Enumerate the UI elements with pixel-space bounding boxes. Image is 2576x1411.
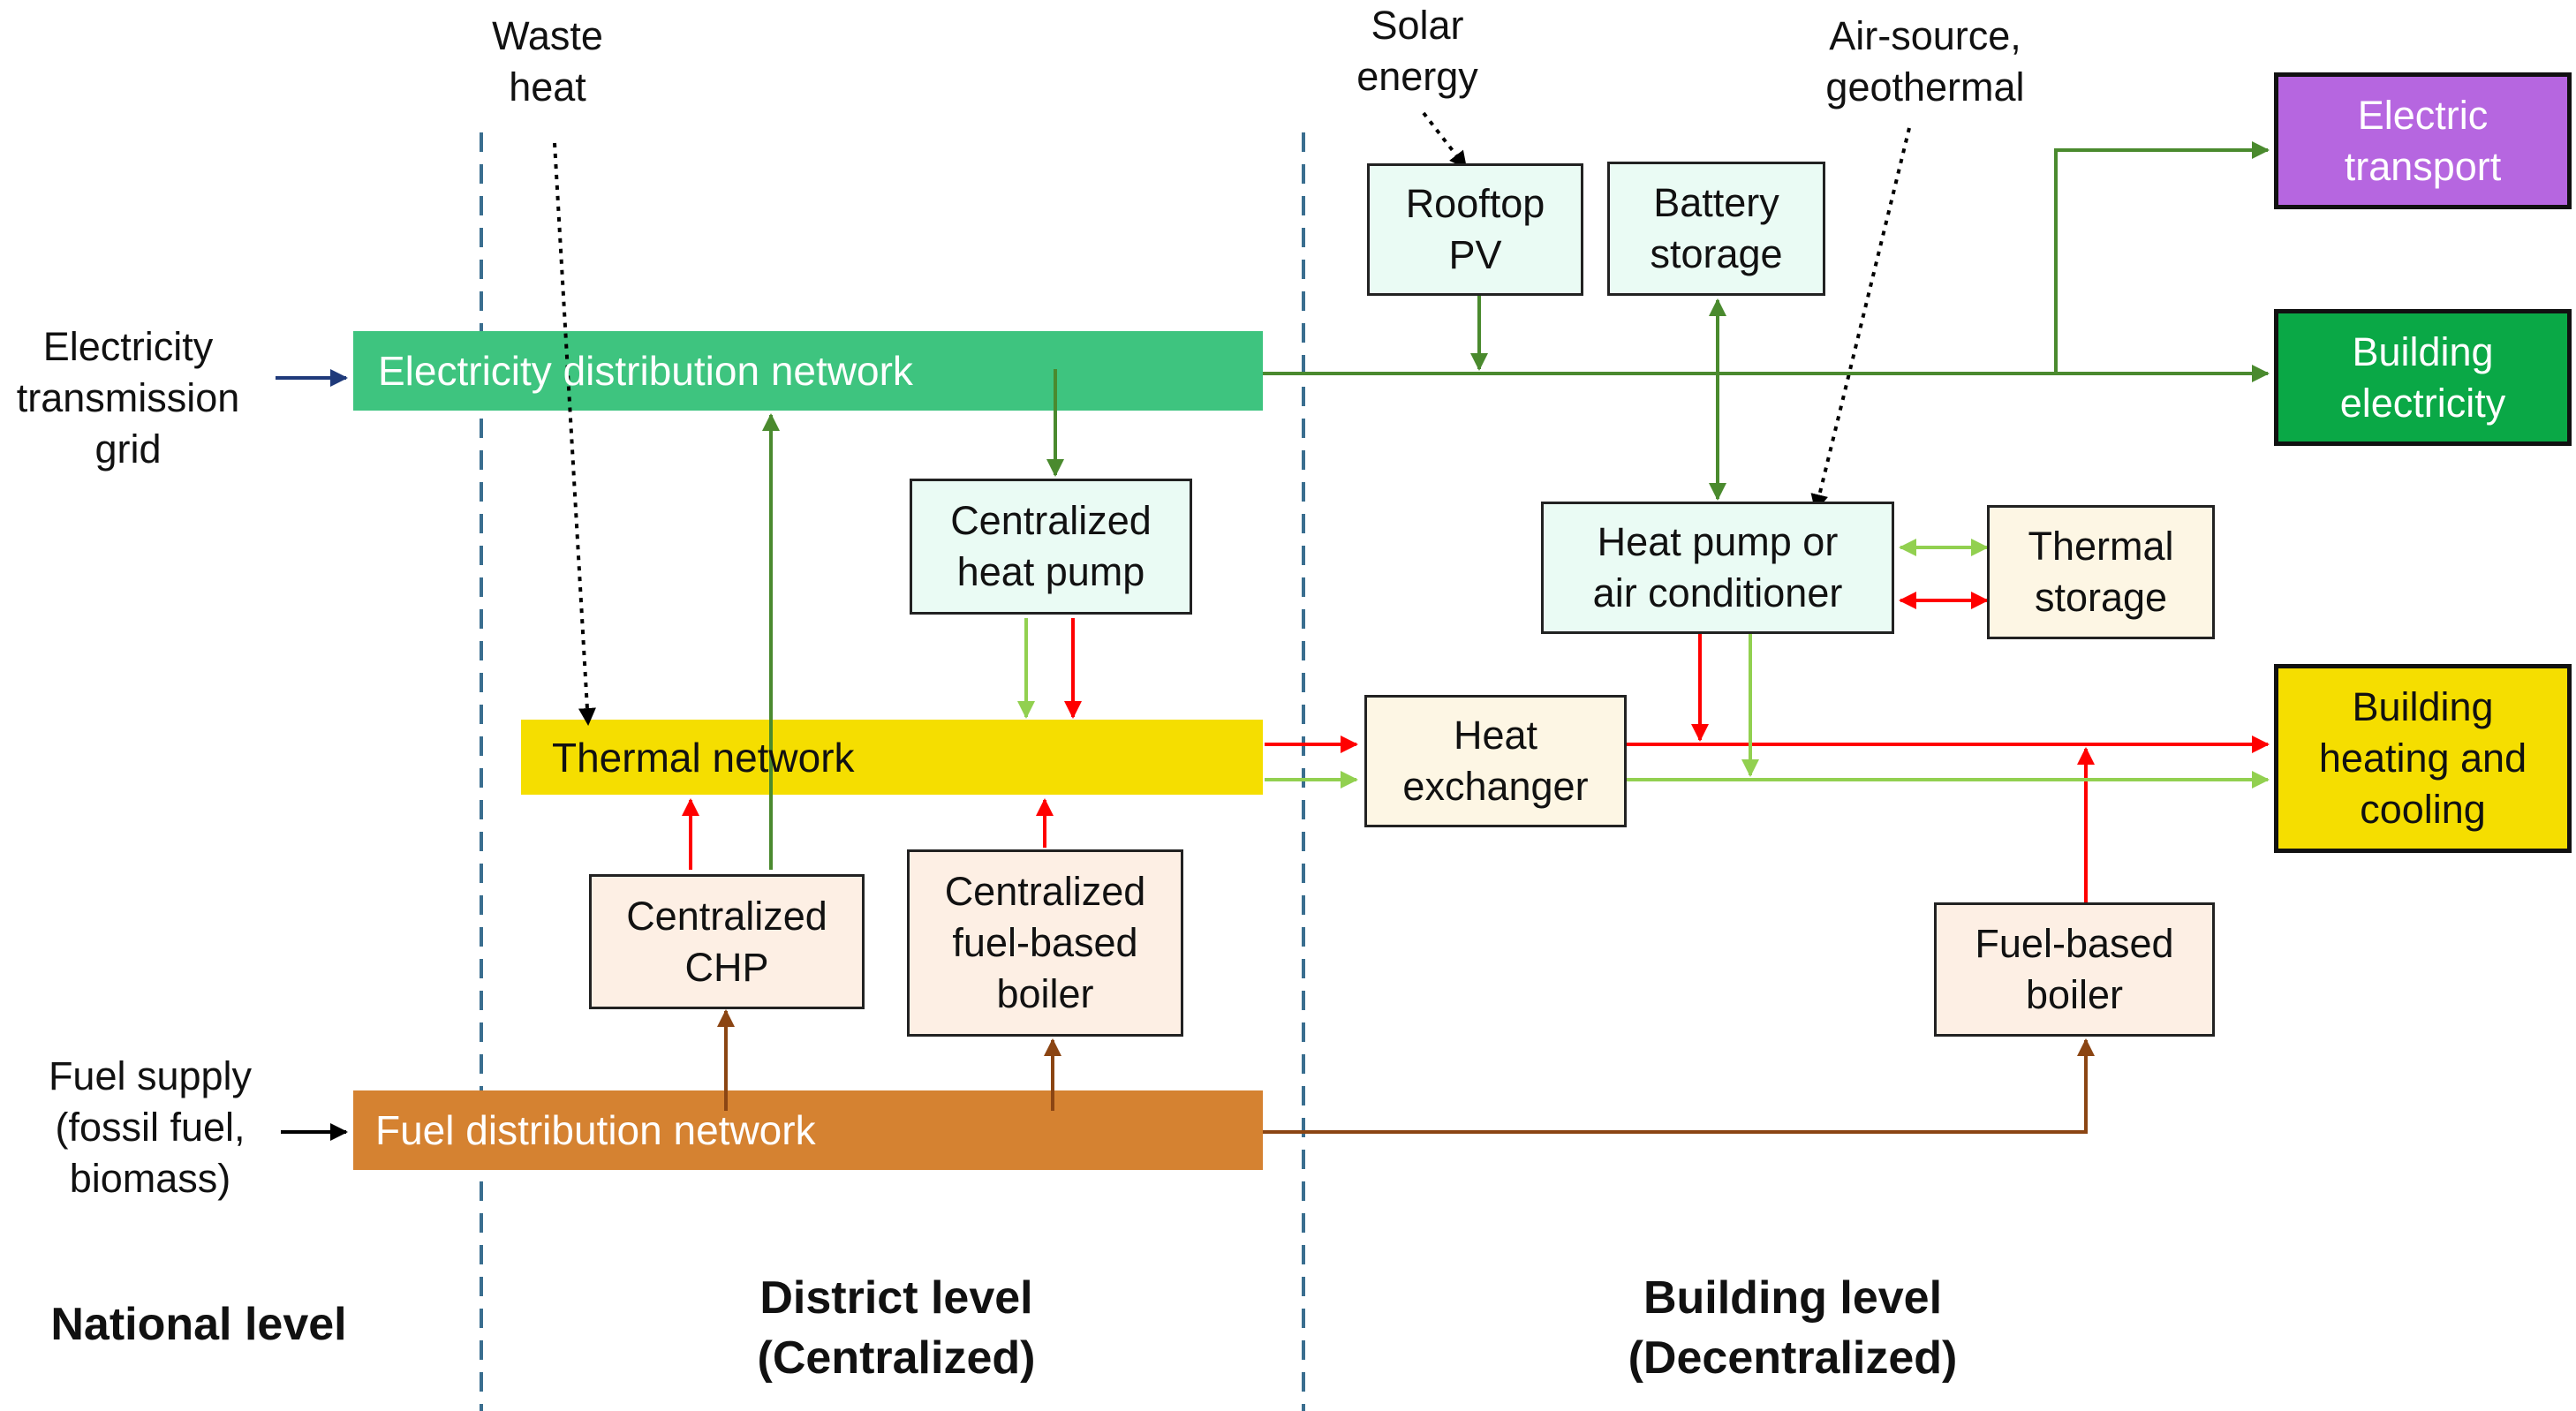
centralized-heat-pump-box: Centralized heat pump (910, 479, 1192, 615)
building-level-label: Building level (Decentralized) (1628, 1272, 1958, 1384)
thermal-storage-box: Thermal storage (1987, 505, 2215, 639)
electricity-network-bar (353, 331, 1263, 411)
electricity-grid-label: Electricity transmission grid (16, 324, 240, 472)
solar-arrow (1422, 111, 1468, 170)
thermal-network-label: Thermal network (552, 735, 855, 781)
building-electricity-box: Building electricity (2274, 309, 2572, 446)
heat-pump-ac-box: Heat pump or air conditioner (1541, 502, 1894, 634)
fuel-network-bar (353, 1090, 1263, 1170)
waste-heat-arrow (553, 142, 596, 726)
waste-heat-label: Waste heat (492, 13, 603, 109)
centralized-boiler-box: Centralized fuel-based boiler (907, 849, 1183, 1037)
rooftop-pv-box: Rooftop PV (1367, 163, 1583, 296)
national-level-label: National level (50, 1299, 347, 1350)
electric-transport-box: Electric transport (2274, 72, 2572, 209)
fuel-supply-label: Fuel supply (fossil fuel, biomass) (48, 1053, 253, 1201)
battery-storage-box: Battery storage (1607, 162, 1825, 296)
building-heating-box: Building heating and cooling (2274, 664, 2572, 853)
fuel-boiler-box: Fuel-based boiler (1934, 902, 2215, 1037)
fuel-to-boiler-line (1263, 1038, 2095, 1134)
thermal-network-bar (521, 720, 1263, 795)
heat-exchanger-box: Heat exchanger (1364, 695, 1627, 827)
fuel-network-label: Fuel distribution network (375, 1107, 816, 1153)
district-level-label: District level (Centralized) (757, 1272, 1036, 1384)
elec-transport-line (2054, 141, 2270, 374)
centralized-chp-box: Centralized CHP (589, 874, 865, 1009)
air-source-arrow (1810, 127, 1911, 512)
solar-energy-label: Solar energy (1356, 3, 1478, 99)
electricity-network-label: Electricity distribution network (378, 348, 913, 394)
air-source-label: Air-source, geothermal (1825, 13, 2025, 109)
